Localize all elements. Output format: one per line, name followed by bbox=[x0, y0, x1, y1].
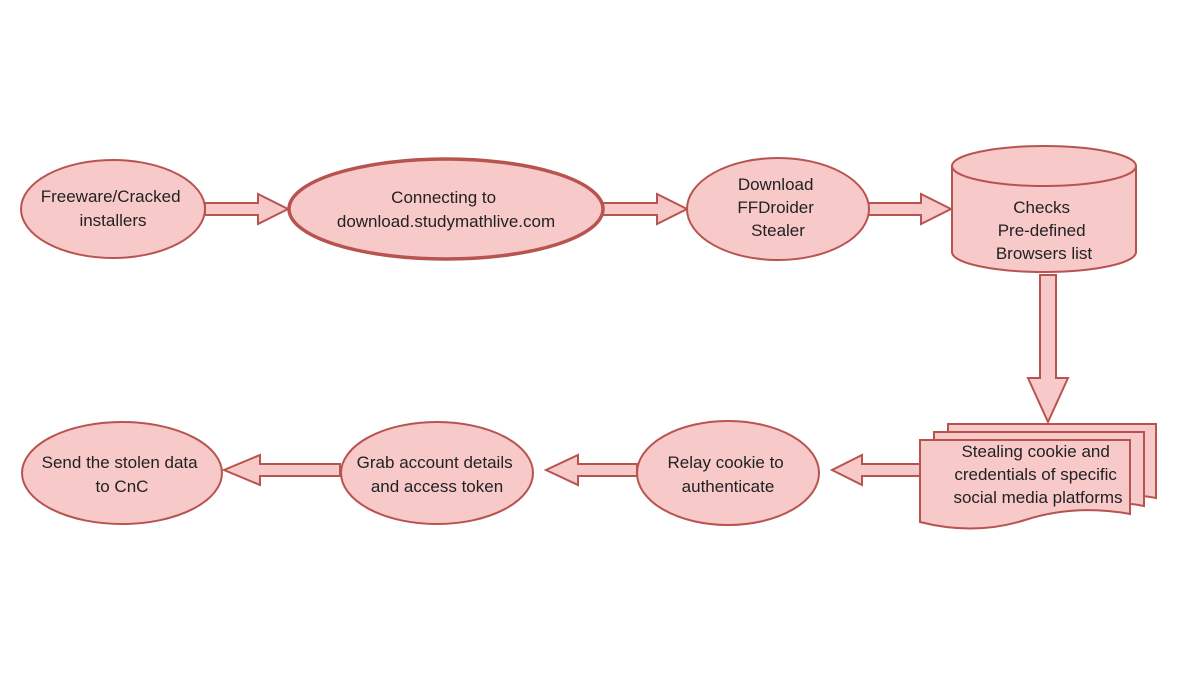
node-grab-line-2: and access token bbox=[371, 477, 503, 496]
node-grab: Grab account details and access token bbox=[340, 421, 534, 525]
node-checks-line-2: Pre-defined bbox=[998, 221, 1086, 240]
node-download: Download FFDroider Stealer bbox=[686, 157, 870, 261]
svg-text:Grab account details a: Grab account details and access token bbox=[357, 453, 518, 496]
arrow-checks-to-stealing bbox=[1026, 274, 1070, 425]
node-freeware: Freeware/Cracked installers bbox=[20, 159, 206, 259]
node-freeware-line-2: installers bbox=[79, 211, 146, 230]
node-relay-line-2: authenticate bbox=[682, 477, 775, 496]
arrow-relay-to-grab bbox=[543, 453, 638, 487]
node-connecting-shape bbox=[287, 157, 605, 261]
node-connecting-line-2: download.studymathlive.com bbox=[337, 212, 555, 231]
node-download-shape bbox=[686, 157, 870, 261]
node-download-line-3: Stealer bbox=[751, 221, 805, 240]
node-stealing: Stealing cookie and credentials of speci… bbox=[919, 423, 1157, 530]
node-checks-line-1: Checks bbox=[1013, 198, 1070, 217]
node-stealing-front-page bbox=[919, 439, 1131, 530]
arrow-freeware-to-connecting bbox=[204, 192, 291, 226]
node-relay-shape bbox=[636, 420, 820, 526]
node-freeware-line-1: Freeware/Cracked bbox=[41, 187, 181, 206]
arrow-download-to-checks bbox=[867, 192, 954, 226]
svg-text:Freeware/Cracked insta: Freeware/Cracked installers bbox=[41, 187, 186, 230]
node-download-line-2: FFDroider bbox=[737, 198, 814, 217]
node-connecting-line-1: Connecting to bbox=[391, 188, 496, 207]
svg-text:Download FFDroider: Download FFDroider Stealer bbox=[737, 175, 818, 240]
arrow-stealing-to-relay bbox=[829, 453, 921, 487]
node-send-line-1: Send the stolen data bbox=[42, 453, 199, 472]
node-relay-line-1: Relay cookie to bbox=[668, 453, 784, 472]
node-stealing-line-1: Stealing cookie and bbox=[961, 442, 1109, 461]
arrow-grab-to-send bbox=[221, 453, 341, 487]
node-checks-top-rim bbox=[951, 165, 1137, 187]
nodes: Freeware/Cracked installers Connecting t… bbox=[20, 145, 1157, 530]
node-grab-shape bbox=[340, 421, 534, 525]
node-checks-line-3: Browsers list bbox=[996, 244, 1093, 263]
edges bbox=[204, 192, 1070, 487]
node-send-shape bbox=[21, 421, 223, 525]
svg-text:Checks Pre-defined: Checks Pre-defined Browsers list bbox=[996, 198, 1093, 263]
node-freeware-shape bbox=[20, 159, 206, 259]
node-send: Send the stolen data to CnC bbox=[21, 421, 223, 525]
svg-text:Send the stolen data t: Send the stolen data to CnC bbox=[42, 453, 203, 496]
node-stealing-line-3: social media platforms bbox=[953, 488, 1122, 507]
svg-text:Relay cookie to authen: Relay cookie to authenticate bbox=[668, 453, 789, 496]
node-checks-shape bbox=[951, 145, 1137, 273]
node-send-line-2: to CnC bbox=[96, 477, 149, 496]
node-stealing-line-2: credentials of specific bbox=[954, 465, 1117, 484]
svg-text:Connecting to download: Connecting to download.studymathlive.com bbox=[337, 188, 555, 231]
arrow-connecting-to-download bbox=[602, 192, 690, 226]
node-grab-line-1: Grab account details bbox=[357, 453, 513, 472]
node-download-line-1: Download bbox=[738, 175, 814, 194]
node-checks: Checks Pre-defined Browsers list bbox=[951, 145, 1137, 273]
node-relay: Relay cookie to authenticate bbox=[636, 420, 820, 526]
svg-text:Stealing cookie and cr: Stealing cookie and credentials of speci… bbox=[953, 442, 1122, 507]
node-connecting: Connecting to download.studymathlive.com bbox=[287, 157, 605, 261]
